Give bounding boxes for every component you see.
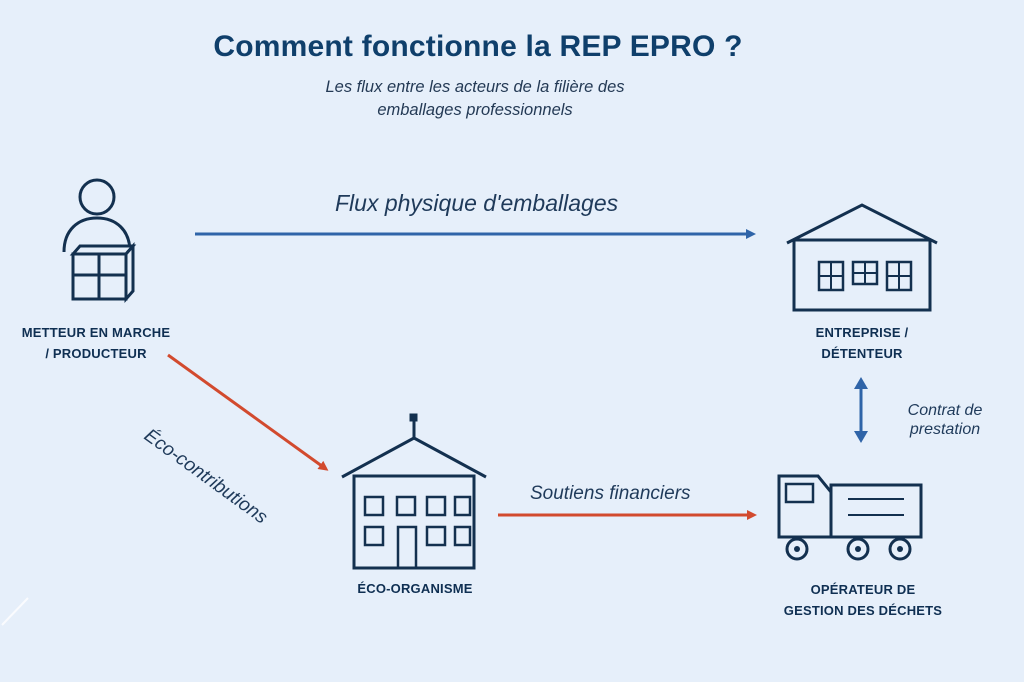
truck-icon [777, 474, 923, 561]
operator-label-line-1: OPÉRATEUR DE [810, 582, 916, 597]
page-title: Comment fonctionne la REP EPRO ? [213, 30, 743, 63]
contract-arrow [854, 377, 868, 443]
decorative-stroke [1, 597, 29, 626]
enterprise-label: ENTREPRISE / DÉTENTEUR [780, 322, 944, 364]
producer-label-line-1: METTEUR EN MARCHE [21, 325, 171, 340]
producer-icon [62, 178, 137, 303]
eco-organisme-label: ÉCO-ORGANISME [330, 578, 500, 599]
eco-contribution-arrow [167, 353, 329, 471]
page-subtitle: Les flux entre les acteurs de la filière… [275, 76, 675, 122]
eco-organisme-icon [341, 413, 487, 570]
producer-label: METTEUR EN MARCHE / PRODUCTEUR [0, 322, 192, 364]
eco-organisme-label-line-1: ÉCO-ORGANISME [357, 581, 473, 596]
contract-label: Contrat de prestation [888, 401, 1002, 439]
enterprise-label-line-1: ENTREPRISE / [815, 325, 909, 340]
contract-label-line-1: Contrat de [907, 402, 983, 419]
subtitle-line-2: emballages professionnels [377, 101, 573, 119]
producer-label-line-2: / PRODUCTEUR [45, 346, 147, 361]
physical-flow-label: Flux physique d'emballages [335, 190, 619, 216]
operator-label: OPÉRATEUR DE GESTION DES DÉCHETS [760, 579, 966, 621]
subtitle-line-1: Les flux entre les acteurs de la filière… [325, 78, 625, 96]
financial-support-label: Soutiens financiers [530, 483, 691, 504]
enterprise-label-line-2: DÉTENTEUR [821, 346, 903, 361]
contract-label-line-2: prestation [909, 421, 981, 438]
operator-label-line-2: GESTION DES DÉCHETS [783, 603, 943, 618]
enterprise-icon [786, 203, 938, 312]
